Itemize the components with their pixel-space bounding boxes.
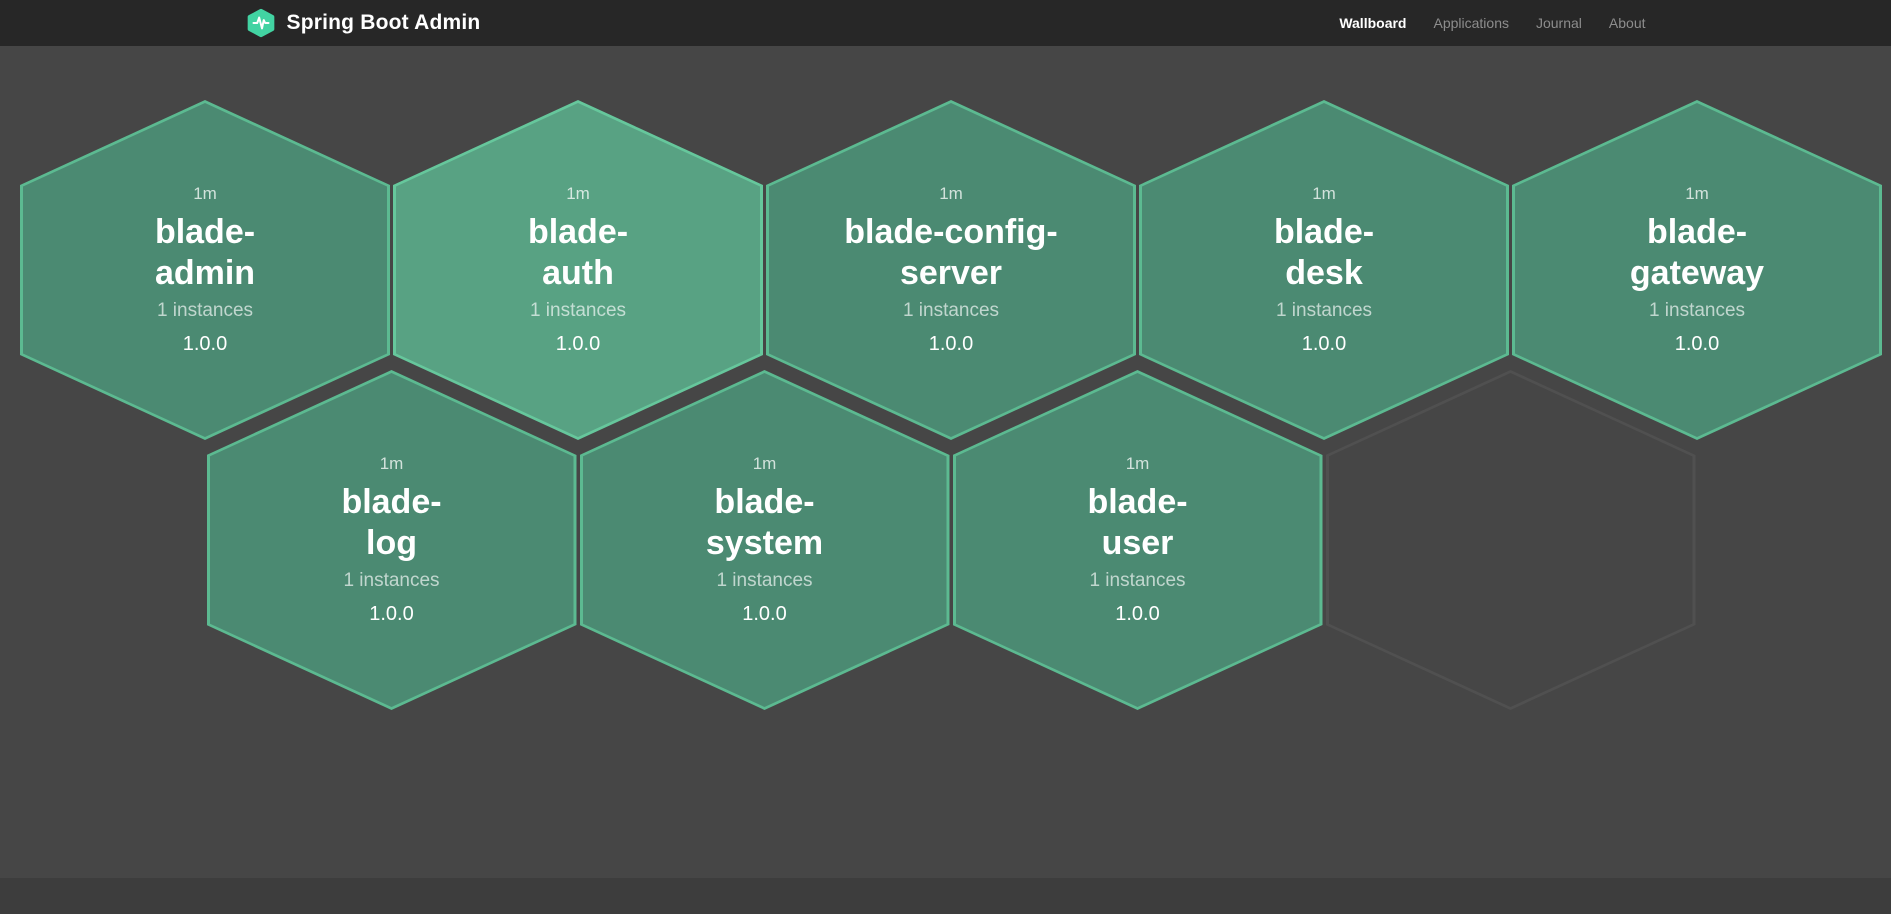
app-name: blade- auth: [527, 212, 629, 292]
app-instances: 1 instances: [1275, 300, 1373, 322]
hexagon-content: 1m blade- admin 1 instances 1.0.0: [20, 100, 390, 440]
app-name: blade- system: [705, 482, 824, 562]
hexagon-content: 1m blade- log 1 instances 1.0.0: [207, 370, 577, 710]
footer-bar: [0, 878, 1891, 914]
brand-home-link[interactable]: Spring Boot Admin: [246, 8, 481, 38]
hexagon-content: 1m blade- gateway 1 instances 1.0.0: [1512, 100, 1882, 440]
app-version: 1.0.0: [555, 333, 601, 356]
app-name: blade- log: [341, 482, 442, 562]
hexagon-content: 1m blade-config- server 1 instances 1.0.…: [766, 100, 1136, 440]
app-hexagon[interactable]: 1m blade- log 1 instances 1.0.0: [206, 370, 577, 710]
app-version: 1.0.0: [928, 333, 974, 356]
app-version: 1.0.0: [369, 603, 414, 626]
app-version: 1.0.0: [1301, 333, 1347, 356]
top-navbar: Spring Boot Admin Wallboard Applications J…: [0, 0, 1891, 46]
nav-item-wallboard[interactable]: Wallboard: [1339, 15, 1407, 31]
main-nav: Wallboard Applications Journal About: [1339, 15, 1645, 31]
app-uptime: 1m: [379, 453, 404, 473]
app-instances: 1 instances: [156, 300, 254, 322]
app-hexagon[interactable]: 1m blade-config- server 1 instances 1.0.…: [766, 100, 1136, 440]
app-hexagon[interactable]: 1m blade- auth 1 instances 1.0.0: [393, 100, 763, 440]
app-version: 1.0.0: [742, 603, 787, 626]
app-hexagon[interactable]: 1m blade- gateway 1 instances 1.0.0: [1512, 100, 1882, 440]
nav-item-applications[interactable]: Applications: [1433, 15, 1509, 31]
app-instances: 1 instances: [529, 300, 627, 322]
nav-item-about[interactable]: About: [1608, 15, 1646, 31]
app-name: blade-config- server: [844, 212, 1058, 292]
app-version: 1.0.0: [182, 333, 228, 356]
app-uptime: 1m: [193, 183, 217, 203]
app-name: blade- admin: [154, 212, 256, 292]
app-uptime: 1m: [939, 183, 963, 203]
app-name: blade- gateway: [1629, 212, 1765, 292]
app-uptime: 1m: [1685, 183, 1709, 203]
app-instances: 1 instances: [343, 570, 440, 592]
app-hexagon[interactable]: 1m blade- user 1 instances 1.0.0: [952, 370, 1323, 710]
app-instances: 1 instances: [1089, 570, 1186, 592]
app-name: blade- user: [1087, 482, 1188, 562]
app-title: Spring Boot Admin: [286, 11, 481, 34]
wallboard-grid: 1m blade- admin 1 instances 1.0.0 1m bla…: [0, 46, 1891, 914]
app-hexagon[interactable]: 1m blade- admin 1 instances 1.0.0: [20, 100, 390, 440]
navbar-container: Spring Boot Admin Wallboard Applications J…: [236, 0, 1656, 46]
app-uptime: 1m: [566, 183, 590, 203]
app-uptime: 1m: [1312, 183, 1336, 203]
app-instances: 1 instances: [902, 300, 1000, 322]
app-instances: 1 instances: [1648, 300, 1746, 322]
hexagon-content: 1m blade- system 1 instances 1.0.0: [580, 370, 950, 710]
app-name: blade- desk: [1273, 212, 1375, 292]
hexagon-content: 1m blade- user 1 instances 1.0.0: [953, 370, 1323, 710]
hexagon-fill: [1328, 373, 1693, 707]
app-version: 1.0.0: [1674, 333, 1720, 356]
app-hexagon[interactable]: 1m blade- desk 1 instances 1.0.0: [1139, 100, 1509, 440]
hexagon-content: 1m blade- desk 1 instances 1.0.0: [1139, 100, 1509, 440]
app-hexagon[interactable]: 1m blade- system 1 instances 1.0.0: [579, 370, 950, 710]
hexagon-content: 1m blade- auth 1 instances 1.0.0: [393, 100, 763, 440]
app-instances: 1 instances: [716, 570, 813, 592]
empty-hexagon-slot: [1325, 370, 1696, 710]
app-version: 1.0.0: [1115, 603, 1160, 626]
nav-item-journal[interactable]: Journal: [1535, 15, 1582, 31]
spring-boot-admin-logo-icon: [247, 8, 274, 38]
app-uptime: 1m: [752, 453, 777, 473]
app-uptime: 1m: [1125, 453, 1150, 473]
